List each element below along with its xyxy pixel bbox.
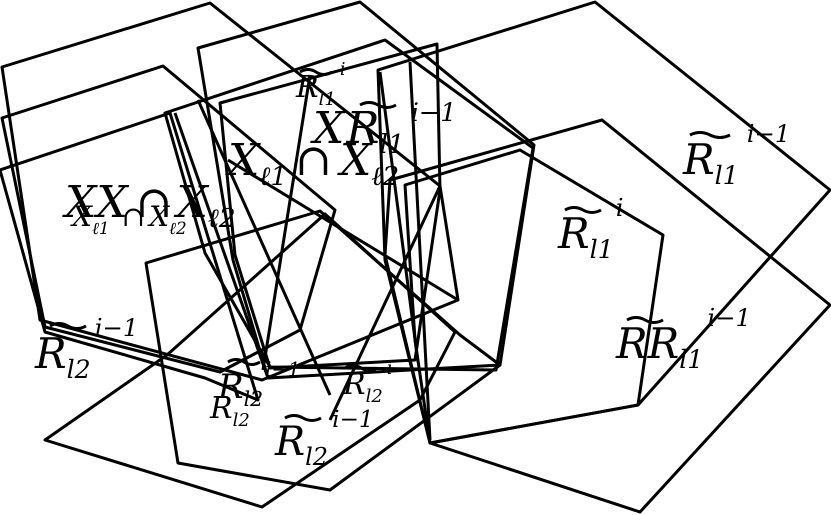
cross-line-4	[408, 61, 432, 441]
label-r-bottom-b: Rl2i	[342, 359, 392, 407]
label-r-left: Rl2i−1	[34, 313, 138, 384]
label-r-bottom-a: Rl2i−1	[217, 358, 300, 411]
cross-line-1	[173, 112, 270, 379]
cross-line-5	[378, 71, 420, 363]
tilde-mark	[564, 206, 602, 214]
tilde-mark	[689, 131, 731, 139]
label-rr-right-bottom: RRl1i−1	[615, 303, 751, 374]
hexagon-left-outer	[0, 111, 260, 402]
label-r-bottom-c: Rl2i−1	[274, 406, 374, 471]
hexagon-center-small	[218, 42, 442, 370]
tilde-mark	[284, 414, 322, 422]
tilde-mark	[344, 364, 378, 372]
hexagon-bottom-center	[144, 209, 502, 492]
label-x-r-top: XRl1i−1	[310, 98, 456, 160]
tilde-mark	[49, 322, 87, 330]
hexagon-center-inner	[163, 38, 535, 372]
cross-line-2	[196, 99, 332, 396]
tilde-mark	[359, 101, 397, 109]
hexagon-center-right	[403, 148, 665, 445]
tilde-mark	[227, 358, 261, 366]
label-x-intersection-left-small: Xℓ1∩Xℓ2	[70, 200, 187, 238]
cross-line-6	[328, 185, 442, 421]
cross-line-3	[261, 74, 312, 371]
label-x-intersection-top: Xℓ1∩Xℓ2	[225, 135, 399, 192]
tilde-mark	[299, 68, 333, 76]
label-xx-intersection-left: XX∩Xℓ2	[62, 177, 236, 234]
cross-line-7	[227, 158, 459, 302]
label-r-right-mid: Rl1i	[557, 193, 624, 264]
label-r-top: Rl1i	[295, 60, 345, 110]
hexagon-right-bottom	[383, 118, 831, 514]
tilde-mark	[626, 316, 664, 324]
label-r-right-top: Rl1i−1	[682, 119, 790, 190]
